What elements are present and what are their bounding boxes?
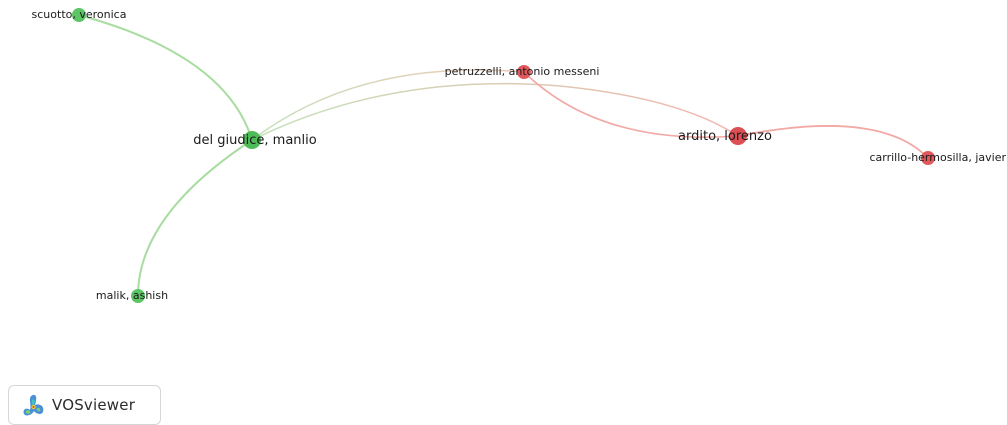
node-scuotto[interactable]: [72, 8, 86, 22]
link-petruzzelli-ardito: [523, 71, 739, 138]
label-delgiudice: del giudice, manlio: [193, 133, 316, 148]
link-delgiudice-malik: [137, 139, 253, 297]
vosviewer-badge[interactable]: VOSviewer: [8, 385, 161, 425]
link-delgiudice-petruzzelli: [251, 69, 525, 141]
label-ardito: ardito, lorenzo: [678, 129, 772, 144]
link-delgiudice-ardito: [251, 82, 739, 141]
label-carrillo: carrillo-hermosilla, javier: [869, 151, 1006, 164]
node-malik[interactable]: [131, 289, 145, 303]
link-ardito-carrillo: [737, 125, 929, 159]
node-ardito[interactable]: [729, 127, 747, 145]
link-scuotto-delgiudice: [78, 14, 253, 141]
network-labels: scuotto, veronica del giudice, manlio ma…: [32, 8, 1007, 302]
network-nodes: [72, 8, 935, 303]
label-petruzzelli: petruzzelli, antonio messeni: [445, 65, 600, 78]
vosviewer-label: VOSviewer: [52, 396, 136, 414]
vosviewer-logo-icon: [23, 394, 44, 416]
label-malik: malik, ashish: [96, 289, 168, 302]
label-scuotto: scuotto, veronica: [32, 8, 127, 21]
node-carrillo[interactable]: [921, 151, 935, 165]
network-links: [78, 14, 929, 297]
node-petruzzelli[interactable]: [517, 65, 531, 79]
node-delgiudice[interactable]: [243, 131, 261, 149]
